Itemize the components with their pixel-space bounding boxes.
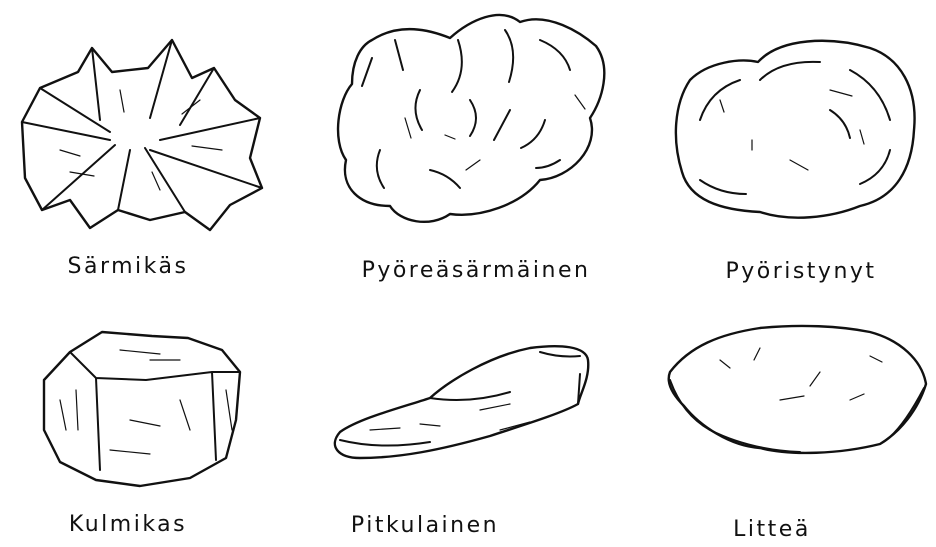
stone-pitkulainen: [335, 346, 588, 458]
stone-pyoreasarmainen: [338, 15, 604, 222]
label-pyoreasarmainen: Pyöreäsärmäinen: [362, 258, 591, 283]
stone-sarmikas: [22, 40, 262, 230]
label-kulmikas: Kulmikas: [69, 512, 187, 537]
label-sarmikas: Särmikäs: [68, 254, 189, 279]
stone-pyoristynyt: [676, 41, 915, 218]
label-pyoristynyt: Pyöristynyt: [725, 259, 876, 284]
label-littea: Litteä: [733, 517, 811, 542]
label-pitkulainen: Pitkulainen: [351, 513, 499, 538]
stone-kulmikas: [44, 332, 240, 486]
stone-littea: [669, 326, 926, 453]
